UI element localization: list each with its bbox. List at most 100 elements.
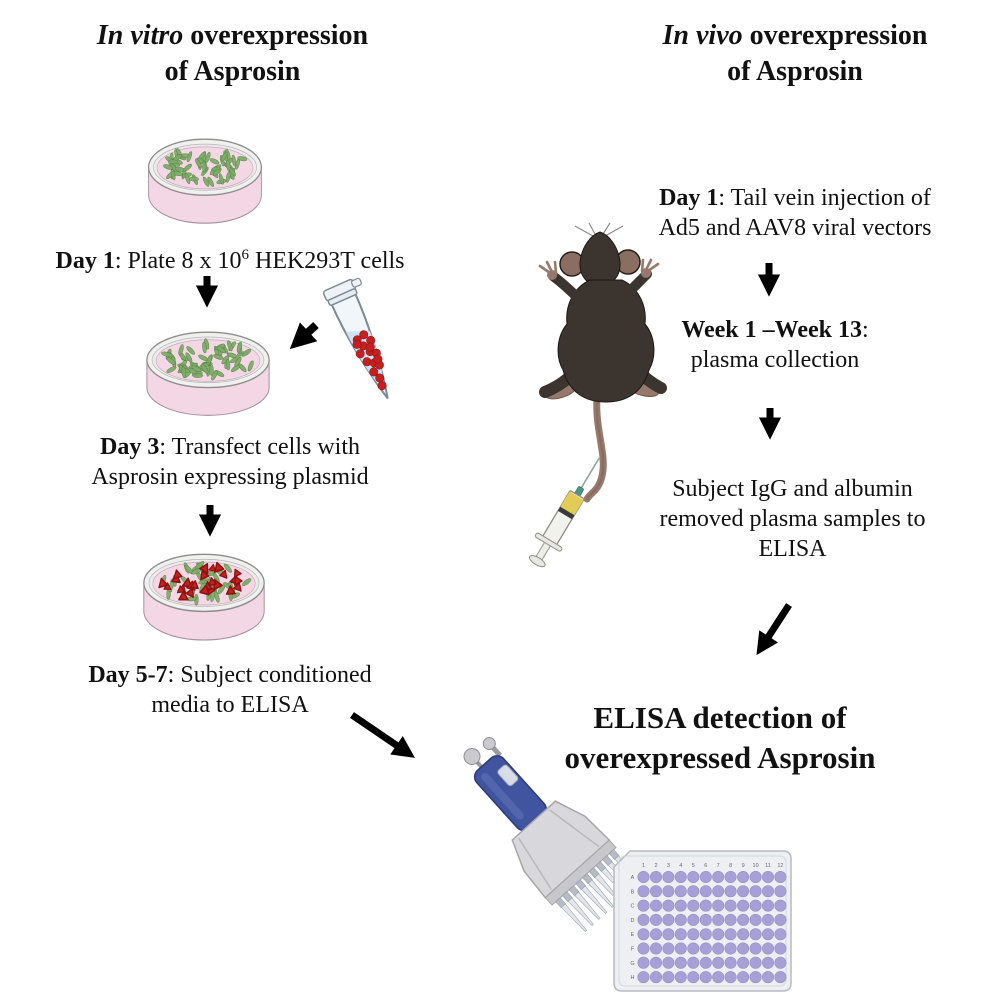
plate-col-label: 11 <box>765 863 771 869</box>
plate-wells <box>637 870 787 984</box>
plate-row-label: F <box>631 947 635 953</box>
plate-well <box>712 870 725 883</box>
plate-well <box>712 928 725 941</box>
syringe-needle <box>578 457 600 492</box>
plate-well <box>662 956 675 969</box>
plate-well <box>749 971 762 984</box>
plate-well <box>762 956 775 969</box>
tube-plasmid-dots <box>352 330 387 391</box>
plate-col-label: 4 <box>679 863 682 869</box>
mouse-front-paws <box>538 258 660 280</box>
plate-well <box>649 956 662 969</box>
plate-well <box>774 942 787 955</box>
plate-well <box>737 942 750 955</box>
plate-well <box>737 870 750 883</box>
plate-col-label: 8 <box>729 863 732 869</box>
plate-well <box>637 885 650 898</box>
plate-well <box>637 870 650 883</box>
plate-well <box>774 971 787 984</box>
multichannel-pipette-icon <box>463 737 641 932</box>
plate-well <box>737 885 750 898</box>
plate-well <box>712 971 725 984</box>
plate-well <box>724 899 737 912</box>
plate-well <box>699 942 712 955</box>
step-invitro-day3: Day 3: Transfect cells with Asprosin exp… <box>91 434 369 490</box>
dish-cells <box>158 561 252 606</box>
plate-well <box>649 971 662 984</box>
plate-well <box>649 885 662 898</box>
plate-well <box>749 899 762 912</box>
plate-well <box>662 928 675 941</box>
plate-row-label: E <box>631 932 635 938</box>
pipette-plunger-button <box>463 747 481 765</box>
plate-well <box>724 942 737 955</box>
plate-well <box>699 956 712 969</box>
plate-well <box>762 885 775 898</box>
mouse-body <box>557 279 655 403</box>
plate-well <box>662 885 675 898</box>
plate-col-label: 2 <box>654 863 657 869</box>
plate-well <box>699 899 712 912</box>
dish-cells <box>163 148 248 187</box>
plate-col-label: 5 <box>692 863 695 869</box>
plate-well <box>637 928 650 941</box>
plate-well <box>724 928 737 941</box>
plate-well <box>699 913 712 926</box>
step-invitro-day1: Day 1: Plate 8 x 106 HEK293T cells <box>55 247 405 275</box>
plate-well <box>699 870 712 883</box>
plate-well <box>737 971 750 984</box>
plate-well <box>699 971 712 984</box>
plate-well <box>699 928 712 941</box>
plate-well <box>762 971 775 984</box>
syringe-fluid <box>560 491 584 516</box>
step-invivo-day1: Day 1: Tail vein injection of Ad5 and AA… <box>658 185 932 241</box>
petri-dish-icon <box>148 138 262 224</box>
plate-well <box>674 971 687 984</box>
plate-row-label: A <box>631 875 635 881</box>
syringe-icon <box>528 457 600 568</box>
plate-well <box>662 942 675 955</box>
plate-col-label: 9 <box>742 863 745 869</box>
plate-well <box>637 971 650 984</box>
plate-col-label: 3 <box>667 863 670 869</box>
plate-well <box>724 870 737 883</box>
plate-well <box>724 885 737 898</box>
plate-well <box>649 870 662 883</box>
plate-well <box>674 928 687 941</box>
right-column-title: In vivo overexpression of Asprosin <box>662 20 928 87</box>
plate-well <box>724 971 737 984</box>
plate-well <box>724 956 737 969</box>
plate-well <box>637 956 650 969</box>
plate-well <box>687 956 700 969</box>
plate-well <box>712 913 725 926</box>
plate-well <box>762 913 775 926</box>
mouse-icon <box>528 222 667 568</box>
plate-well <box>724 913 737 926</box>
plate-well <box>774 913 787 926</box>
plate-well <box>687 885 700 898</box>
petri-dish-icon <box>146 331 270 416</box>
plate-row-label: G <box>630 961 634 967</box>
plate-well <box>762 928 775 941</box>
plate-well <box>674 942 687 955</box>
plate-well <box>749 870 762 883</box>
mouse-whiskers <box>574 222 624 237</box>
plate-well <box>687 928 700 941</box>
plate-well <box>749 942 762 955</box>
plate-well <box>712 956 725 969</box>
plate-well <box>774 899 787 912</box>
arrow-diagonal-icon <box>756 603 792 656</box>
plate-well <box>762 899 775 912</box>
plate-well <box>649 942 662 955</box>
plate-well <box>712 899 725 912</box>
plate-well <box>774 885 787 898</box>
step-invivo-weeks: Week 1 –Week 13: plasma collection <box>681 317 869 373</box>
plate-well <box>687 899 700 912</box>
plate-row-label: C <box>631 904 635 910</box>
final-elisa-detection-label: ELISA detection of overexpressed Asprosi… <box>564 700 876 775</box>
plate-well <box>712 885 725 898</box>
left-column-title: In vitro overexpression of Asprosin <box>96 20 369 87</box>
